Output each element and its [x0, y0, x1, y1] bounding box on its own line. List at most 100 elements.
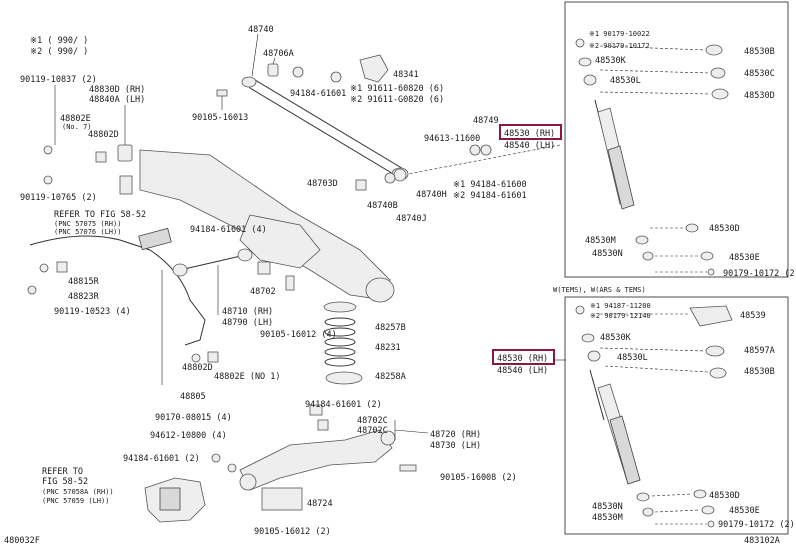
highlight-48530-top — [499, 124, 562, 140]
label-48840A: 48840A (LH) — [89, 95, 145, 105]
label-90119-10765: 90119-10765 (2) — [20, 193, 97, 203]
label-48530D-1: 48530D — [744, 91, 775, 101]
label-pnc-57076: (PNC 57076 (LH)) — [54, 228, 121, 236]
label-tems-header: W(TEMS), W(ARS & TEMS) — [553, 286, 646, 294]
label-94184-61600: ※1 94184-61600 — [453, 180, 527, 190]
label-48830D: 48830D (RH) — [89, 85, 145, 95]
label-48539: 48539 — [740, 311, 766, 321]
label-48258A: 48258A — [375, 372, 406, 382]
label-48530N-1: 48530N — [592, 249, 623, 259]
label-48341: 48341 — [393, 70, 419, 80]
label-48231: 48231 — [375, 343, 401, 353]
label-48530-rh-mid[interactable]: 48530 (RH) — [497, 354, 548, 364]
label-refer-fig-58-52-a: REFER TO FIG 58-52 — [54, 210, 146, 220]
label-48802E-a: 48802E — [60, 114, 91, 124]
label-48530K-2: 48530K — [600, 333, 632, 343]
label-90179-10022: ※1 90179-10022 — [589, 30, 650, 38]
label-48749: 48749 — [473, 116, 499, 126]
shock-panel-top — [564, 1, 789, 278]
label-48740H: 48740H — [416, 190, 447, 200]
label-94184-61601-e: 94184-61601 (2) — [305, 400, 382, 410]
label-48815R: 48815R — [68, 277, 100, 287]
label-90170-08015: 90170-08015 (4) — [155, 413, 232, 423]
label-48530M-2: 48530M — [592, 513, 623, 523]
label-48702C-a: 48702C — [357, 416, 388, 426]
label-48802E-b: 48802E (NO 1) — [214, 372, 281, 382]
label-48724: 48724 — [307, 499, 333, 509]
label-pnc-57059: (PNC 57059 (LH)) — [42, 497, 109, 505]
label-48706A: 48706A — [263, 49, 294, 59]
label-48823R: 48823R — [68, 292, 100, 302]
label-48530B-1: 48530B — [744, 47, 775, 57]
label-48802D-a: 48802D — [88, 130, 119, 140]
label-48530C: 48530C — [744, 69, 775, 79]
label-48540-lh-top[interactable]: 48540 (LH) — [504, 141, 555, 151]
label-48740B: 48740B — [367, 201, 398, 211]
label-90105-16008: 90105-16008 (2) — [440, 473, 517, 483]
bushing-small — [469, 144, 481, 156]
label-90179-10172-b: 90179-10172 (2) — [723, 269, 796, 279]
lower-control-arm-drawing — [211, 404, 417, 511]
shock-absorber-top-drawing — [575, 38, 729, 276]
label-48530D-2: 48530D — [709, 224, 740, 234]
label-94184-61601-d: 94184-61601 (2) — [123, 454, 200, 464]
label-90179-10172-c: 90179-10172 (2) — [718, 520, 795, 530]
label-48710: 48710 (RH) — [222, 307, 273, 317]
diagram-code-left: 480032F — [4, 536, 40, 546]
label-48740J: 48740J — [396, 214, 427, 224]
label-48530N-2: 48530N — [592, 502, 623, 512]
label-94187-11200: ※1 94187-11200 — [590, 302, 651, 310]
label-90105-16012-b: 90105-16012 (2) — [254, 527, 331, 537]
label-48805: 48805 — [180, 392, 206, 402]
coil-spring-drawing — [323, 301, 363, 385]
label-48530B-2: 48530B — [744, 367, 775, 377]
label-90105-16012-a: 90105-16012 (4) — [260, 330, 337, 340]
label-48790: 48790 (LH) — [222, 318, 273, 328]
label-48702: 48702 — [250, 287, 276, 297]
stabilizer-bracket-drawing — [43, 144, 133, 195]
label-90179-12140: ※2 90179-12140 — [590, 312, 651, 320]
label-refer-to: REFER TO — [42, 467, 83, 477]
label-48740: 48740 — [248, 25, 274, 35]
label-48530K-1: 48530K — [595, 56, 627, 66]
label-90119-10523: 90119-10523 (4) — [54, 307, 131, 317]
label-94612-10800: 94612-10800 (4) — [150, 431, 227, 441]
label-48540-lh-mid[interactable]: 48540 (LH) — [497, 366, 548, 376]
label-48530L-1: 48530L — [610, 76, 641, 86]
label-48703D: 48703D — [307, 179, 338, 189]
shock-panel-bottom — [564, 296, 789, 535]
label-91611-G0820: ※2 91611-G0820 (6) — [350, 95, 444, 105]
label-94184-61601-c: 94184-61601 (4) — [190, 225, 267, 235]
label-48702C-b: 48702C — [357, 426, 388, 436]
stabilizer-bar-drawing — [27, 227, 219, 363]
label-48530M-1: 48530M — [585, 236, 616, 246]
label-90105-16013: 90105-16013 — [192, 113, 248, 123]
label-48720: 48720 (RH) — [430, 430, 481, 440]
label-48530-rh-top[interactable]: 48530 (RH) — [504, 129, 555, 139]
label-48530E-2: 48530E — [729, 506, 760, 516]
label-90179-10172-a: ※2 90179-10172 — [589, 42, 650, 50]
note-1: ※1 ( 990/ ) — [30, 36, 88, 46]
label-48257B: 48257B — [375, 323, 406, 333]
label-94613-11600: 94613-11600 — [424, 134, 480, 144]
label-90119-10837: 90119-10837 (2) — [20, 75, 97, 85]
label-91611-60820: ※1 91611-60820 (6) — [350, 84, 444, 94]
label-48530L-2: 48530L — [617, 353, 648, 363]
axle-housing-drawing — [139, 149, 407, 303]
label-48530D-3: 48530D — [709, 491, 740, 501]
highlight-48530-mid — [492, 349, 555, 365]
note-2: ※2 ( 990/ ) — [30, 47, 88, 57]
label-94184-61601-a: 94184-61601 — [290, 89, 346, 99]
diagram-code-right: 483102A — [744, 536, 780, 546]
label-48730: 48730 (LH) — [430, 441, 481, 451]
label-48802D-b: 48802D — [182, 363, 213, 373]
label-94184-61601-b: ※2 94184-61601 — [453, 191, 527, 201]
label-fig-58-52-b: FIG 58-52 — [42, 477, 88, 487]
brake-plate-drawing — [144, 477, 206, 523]
label-no7: (No. 7) — [62, 123, 92, 131]
lateral-rod-drawing — [172, 248, 295, 291]
label-pnc-57075: (PNC 57075 (RH)) — [54, 220, 121, 228]
label-48597A: 48597A — [744, 346, 775, 356]
